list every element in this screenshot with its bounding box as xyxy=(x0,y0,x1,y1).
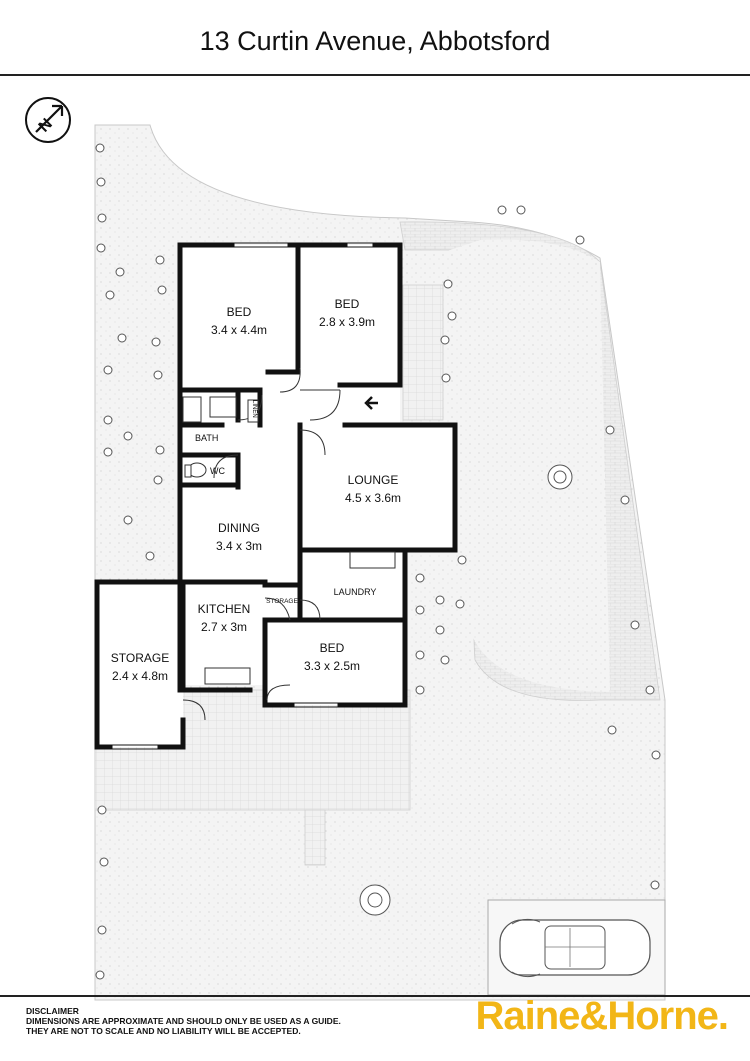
house-floor xyxy=(95,245,455,747)
disclaimer: DISCLAIMER DIMENSIONS ARE APPROXIMATE AN… xyxy=(26,1006,341,1036)
walls xyxy=(94,242,458,750)
brand-logo: Raine&Horne. xyxy=(475,994,729,1038)
room-label-laundry: LAUNDRY xyxy=(334,587,377,597)
room-label-storage-small: STORAGE xyxy=(266,598,298,605)
room-label-storage: STORAGE xyxy=(111,651,169,665)
disclaimer-line-1: DIMENSIONS ARE APPROXIMATE AND SHOULD ON… xyxy=(26,1016,341,1026)
room-label-bed-3: BED xyxy=(320,641,345,655)
room-label-bed-1: BED xyxy=(227,305,252,319)
room-size-lounge: 4.5 x 3.6m xyxy=(345,491,401,505)
room-size-bed-2: 2.8 x 3.9m xyxy=(319,315,375,329)
shrubs xyxy=(95,143,661,980)
footer-rule xyxy=(0,995,750,997)
header-rule xyxy=(0,74,750,76)
car-icon xyxy=(499,918,651,978)
entry-deck xyxy=(402,284,444,421)
tree-icon xyxy=(359,464,573,916)
windows xyxy=(110,242,458,750)
page-title: 13 Curtin Avenue, Abbotsford xyxy=(199,26,551,56)
room-label-wc: WC xyxy=(210,466,225,476)
disclaimer-line-2: THEY ARE NOT TO SCALE AND NO LIABILITY W… xyxy=(26,1026,301,1036)
room-size-bed-3: 3.3 x 2.5m xyxy=(304,659,360,673)
room-size-dining: 3.4 x 3m xyxy=(216,539,262,553)
path xyxy=(304,809,326,866)
room-label-bed-2: BED xyxy=(335,297,360,311)
disclaimer-title: DISCLAIMER xyxy=(26,1006,79,1016)
doors xyxy=(182,367,341,721)
room-label-linen: LINEN xyxy=(251,400,257,418)
driveway-inner xyxy=(420,239,610,692)
room-size-bed-1: 3.4 x 4.4m xyxy=(211,323,267,337)
room-label-kitchen: KITCHEN xyxy=(198,602,251,616)
room-size-storage: 2.4 x 4.8m xyxy=(112,669,168,683)
compass xyxy=(25,97,71,143)
room-label-bath: BATH xyxy=(195,433,218,443)
room-label-lounge: LOUNGE xyxy=(348,473,399,487)
room-label-dining: DINING xyxy=(218,521,260,535)
bath-fixtures xyxy=(182,396,396,685)
room-size-kitchen: 2.7 x 3m xyxy=(201,620,247,634)
entry-arrow-icon xyxy=(364,396,378,410)
